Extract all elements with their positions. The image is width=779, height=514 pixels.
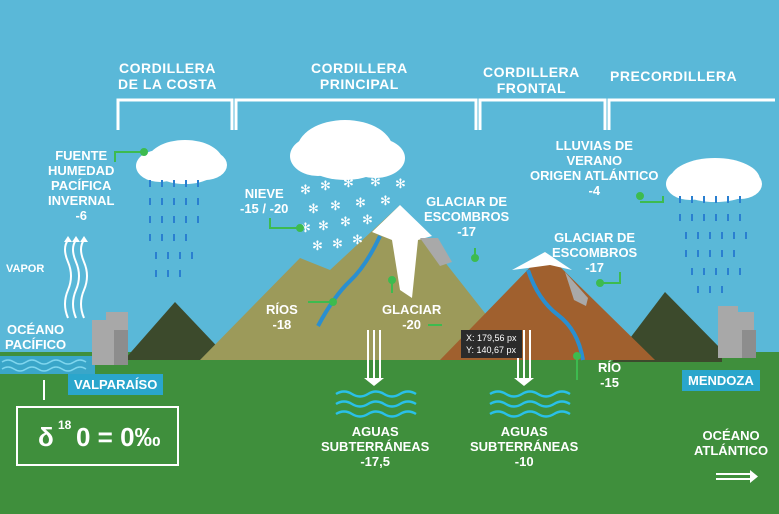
tooltip-x: X: 179,56 px (466, 332, 517, 344)
svg-text:✻: ✻ (343, 176, 354, 191)
svg-text:✻: ✻ (332, 237, 343, 252)
rain-atlantic (680, 196, 746, 293)
region-cordillera-costa: CORDILLERA DE LA COSTA (118, 60, 217, 92)
cloud-atlantic (666, 158, 762, 202)
region-precordillera: PRECORDILLERA (610, 68, 737, 84)
svg-text:✻: ✻ (330, 199, 341, 214)
label-nieve: NIEVE -15 / -20 (240, 186, 288, 216)
label-rios: RÍOS -18 (266, 302, 298, 332)
svg-text:✻: ✻ (380, 194, 391, 209)
svg-text:✻: ✻ (308, 202, 319, 217)
label-oceano-pacifico: OCÉANO PACÍFICO (5, 322, 66, 352)
label-vapor: VAPOR (6, 262, 44, 277)
delta-superscript: 18 (58, 418, 71, 432)
label-mendoza: MENDOZA (682, 370, 760, 391)
label-oceano-atlantico: OCÉANO ATLÁNTICO (694, 428, 768, 458)
svg-text:✻: ✻ (370, 175, 381, 190)
cloud-pacific (136, 140, 227, 184)
svg-text:✻: ✻ (395, 177, 406, 192)
label-rio: RÍO -15 (598, 360, 621, 390)
svg-text:✻: ✻ (355, 196, 366, 211)
mendoza-buildings (718, 306, 756, 358)
label-valparaiso: VALPARAÍSO (68, 374, 163, 395)
region-cordillera-principal: CORDILLERA PRINCIPAL (311, 60, 408, 92)
svg-text:✻: ✻ (352, 233, 363, 248)
label-lluvias-verano: LLUVIAS DE VERANO ORIGEN ATLÁNTICO -4 (530, 138, 659, 198)
svg-text:✻: ✻ (362, 213, 373, 228)
region-cordillera-frontal: CORDILLERA FRONTAL (483, 64, 580, 96)
delta-symbol: δ (38, 422, 54, 453)
tooltip-y: Y: 140,67 px (466, 344, 517, 356)
svg-text:✻: ✻ (340, 215, 351, 230)
svg-text:✻: ✻ (320, 179, 331, 194)
svg-text:✻: ✻ (300, 183, 311, 198)
rain-pacific (150, 180, 198, 277)
label-aguas-subterraneas-1: AGUAS SUBTERRÁNEAS -17,5 (321, 424, 429, 469)
label-glaciar: GLACIAR -20 (382, 302, 441, 332)
svg-text:✻: ✻ (318, 219, 329, 234)
cloud-snow (290, 120, 405, 180)
label-fuente-humedad: FUENTE HUMEDAD PACÍFICA INVERNAL -6 (48, 148, 114, 223)
label-glaciar-escombros-principal: GLACIAR DE ESCOMBROS -17 (424, 194, 509, 239)
region-brackets (118, 100, 775, 130)
valparaiso-buildings (92, 312, 128, 365)
vapor-arrows (65, 240, 87, 318)
label-glaciar-escombros-frontal: GLACIAR DE ESCOMBROS -17 (552, 230, 637, 275)
delta-equation: 0 = 0‰ (76, 422, 161, 453)
pacific-ocean (0, 356, 95, 374)
delta-o18-box: δ 18 0 = 0‰ (16, 406, 179, 466)
label-aguas-subterraneas-2: AGUAS SUBTERRÁNEAS -10 (470, 424, 578, 469)
coordinate-tooltip: X: 179,56 px Y: 140,67 px (461, 330, 522, 358)
svg-text:✻: ✻ (312, 239, 323, 254)
